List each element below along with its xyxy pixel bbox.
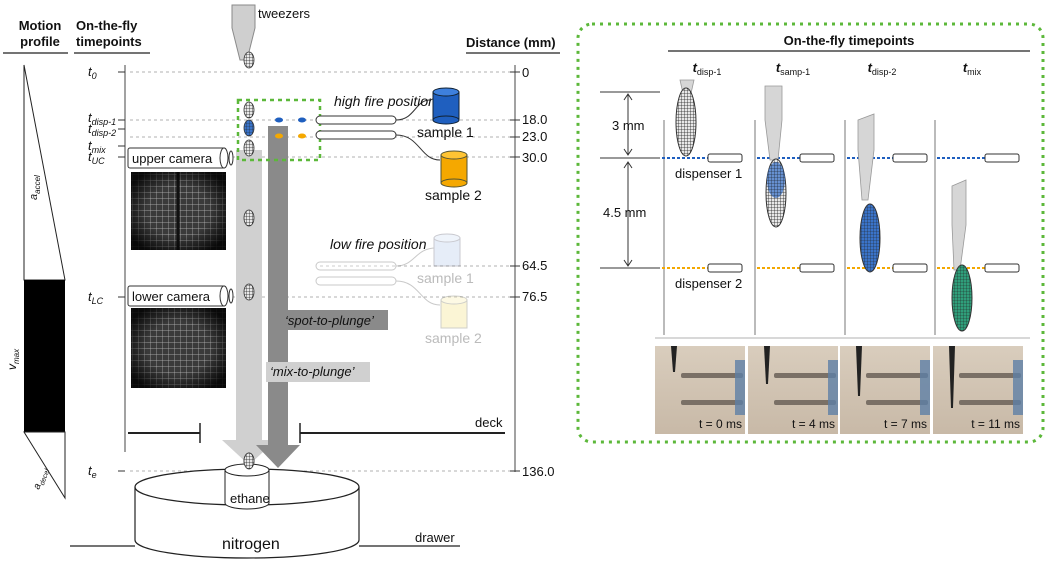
drawer-label: drawer — [415, 530, 455, 545]
spot-to-plunge-arrow — [256, 126, 300, 468]
grid-in-ethane — [243, 452, 255, 470]
right-title: On-the-fly timepoints — [784, 33, 915, 48]
timepoint-label-t0: t0 — [88, 64, 97, 81]
ethane-label: ethane — [230, 491, 270, 506]
dispenser2-row — [662, 263, 1020, 273]
photo-time-label: t = 4 ms — [792, 417, 835, 431]
motion-accel-triangle — [23, 64, 66, 281]
label-a-decel: adecel — [31, 466, 51, 492]
distance-label-t-e: 136.0 — [522, 464, 555, 479]
header-motion-line2: profile — [20, 34, 60, 49]
column-separators — [663, 120, 936, 335]
sample2-vial — [440, 150, 468, 188]
dim-3mm-label: 3 mm — [612, 118, 645, 133]
distance-64-5: 64.5 — [522, 258, 547, 273]
tick-marks — [118, 71, 520, 472]
sample1-vial — [432, 87, 460, 125]
low-fire-label: low fire position — [330, 236, 427, 252]
col1-grid — [675, 87, 697, 157]
timepoint-label-t-lc: tLC — [88, 289, 104, 306]
tweezers-label: tweezers — [258, 6, 311, 21]
low-sample2-label: sample 2 — [425, 330, 482, 346]
deck-label: deck — [475, 415, 503, 430]
dispenser1-label: dispenser 1 — [675, 166, 742, 181]
timepoint-dashed-lines — [130, 71, 510, 472]
distance-label-t-mix: 23.0 — [522, 129, 547, 144]
right-column-header-3: tdisp-2 — [868, 60, 897, 77]
header-timepoints-line2: timepoints — [76, 34, 142, 49]
col3-grid — [859, 203, 881, 273]
low-fire-group — [315, 233, 468, 329]
high-fire-label: high fire position — [334, 93, 436, 109]
photo-1: t = 0 ms — [655, 346, 745, 434]
spot-to-plunge-label: ‘spot-to-plunge’ — [285, 313, 375, 328]
upper-camera — [127, 147, 234, 169]
distance-label-t0: 0 — [522, 65, 529, 80]
col4-grid — [951, 264, 973, 332]
nitrogen-dewar — [134, 487, 360, 559]
motion-vmax-block — [24, 280, 65, 432]
right-column-header-4: tmix — [963, 60, 982, 77]
timepoint-label-t-disp-1: tdisp-1 — [88, 110, 116, 127]
photo-time-label: t = 7 ms — [884, 417, 927, 431]
photo-time-label: t = 11 ms — [971, 417, 1020, 431]
col2-sample-spot — [767, 162, 785, 198]
distance-label-t-uc: 30.0 — [522, 150, 547, 165]
dimension-4-5mm — [600, 157, 660, 269]
lower-camera-label: lower camera — [132, 289, 211, 304]
photo-2: t = 4 ms — [748, 346, 838, 434]
timepoint-label-t-mix: tmix — [88, 138, 106, 155]
right-column-headers: tdisp-1 tsamp-1 tdisp-2 tmix — [693, 60, 982, 77]
ethane-cup — [224, 470, 270, 510]
spot-to-plunge-tag — [281, 310, 388, 330]
photo-3: t = 7 ms — [840, 346, 930, 434]
timepoint-label-t-e: te — [88, 463, 97, 480]
header-distance: Distance (mm) — [466, 35, 556, 50]
photo-strip: t = 0 ms t = 4 ms t = 7 ms t = 11 ms — [655, 346, 1023, 434]
mix-to-plunge-label: ‘mix-to-plunge’ — [270, 364, 356, 379]
header-motion-line1: Motion — [19, 18, 62, 33]
mix-to-plunge-arrow — [222, 150, 276, 465]
distance-label-t-lc: 76.5 — [522, 289, 547, 304]
motion-decel-triangle — [23, 431, 66, 500]
timepoint-label-t-uc: tUC — [88, 149, 105, 166]
label-a-accel: aaccel — [28, 175, 42, 200]
nitrogen-label: nitrogen — [222, 536, 280, 553]
sample2-label: sample 2 — [425, 187, 482, 203]
right-column-header-1: tdisp-1 — [693, 60, 722, 77]
lower-camera — [127, 285, 234, 307]
dispensers-high — [275, 99, 441, 161]
upper-camera-image — [131, 172, 226, 250]
label-v-max: vmax — [5, 348, 21, 370]
header-timepoints-line1: On-the-fly — [76, 18, 138, 33]
left-panel: Motion profile On-the-fly timepoints Dis… — [3, 4, 560, 559]
mix-to-plunge-tag — [266, 362, 370, 382]
tweezers-tip — [231, 4, 256, 61]
upper-camera-label: upper camera — [132, 151, 213, 166]
photo-4: t = 11 ms — [933, 346, 1023, 434]
lower-camera-image — [131, 308, 226, 388]
dispenser2-label: dispenser 2 — [675, 276, 742, 291]
distance-label-t-disp-1: 18.0 — [522, 112, 547, 127]
right-column-header-2: tsamp-1 — [776, 60, 810, 77]
dim-4-5mm-label: 4.5 mm — [603, 205, 646, 220]
sample1-label: sample 1 — [417, 124, 474, 140]
photo-time-label: t = 0 ms — [699, 417, 742, 431]
dimension-3mm — [600, 91, 660, 156]
zoom-box — [236, 98, 322, 162]
col3-tweezers — [857, 113, 875, 201]
low-sample1-label: sample 1 — [417, 270, 474, 286]
distance-labels: 0 18.0 23.0 30.0 76.5 136.0 — [522, 65, 555, 479]
timepoint-label-t-disp-2: tdisp-2 — [88, 121, 116, 138]
